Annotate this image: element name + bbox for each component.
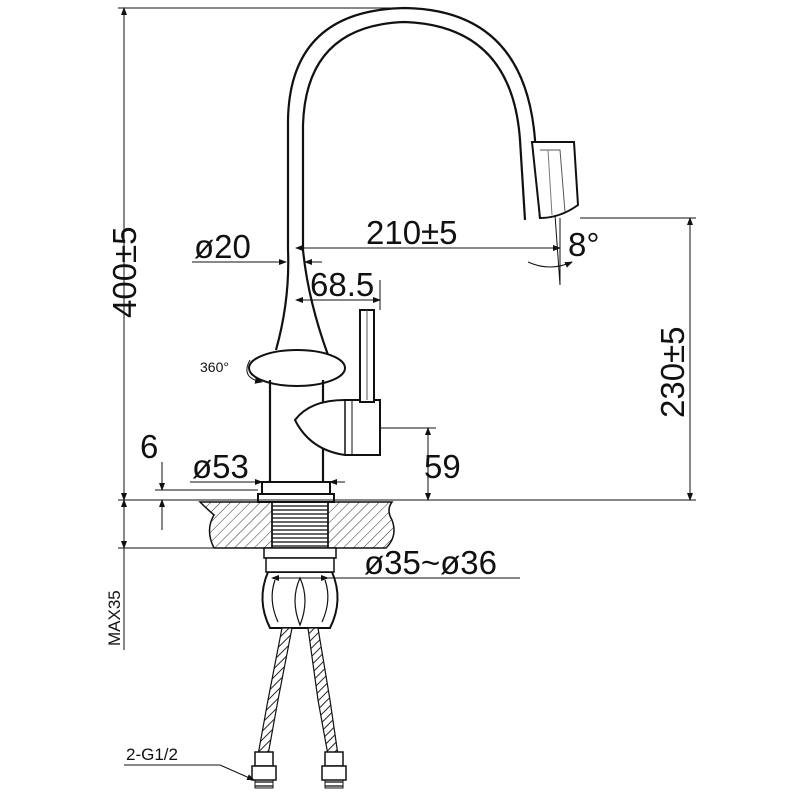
spout-diameter-label: ø20 [194,228,251,265]
base-diameter-label: ø53 [192,448,249,485]
dimension-labels: 400±5 210±5 8° ø20 68.5 360° 230±5 59 6 … [105,214,691,764]
hose-thread-label: 2-G1/2 [126,745,178,764]
max-counter-label: MAX35 [105,590,124,646]
supply-hoses [251,627,347,789]
handle-offset-label: 68.5 [310,266,374,303]
spray-angle-label: 8° [568,226,600,263]
countertop-section [198,501,395,549]
spout-height-label: 230±5 [654,326,691,418]
hole-diameter-label: ø35~ø36 [364,544,497,581]
total-height-label: 400±5 [106,226,143,318]
base-thickness-label: 6 [140,428,158,465]
faucet-body [248,6,580,629]
handle-height-label: 59 [424,448,461,485]
dimension-lines [118,7,696,781]
reach-label: 210±5 [366,214,458,251]
rotation-label: 360° [200,359,229,375]
